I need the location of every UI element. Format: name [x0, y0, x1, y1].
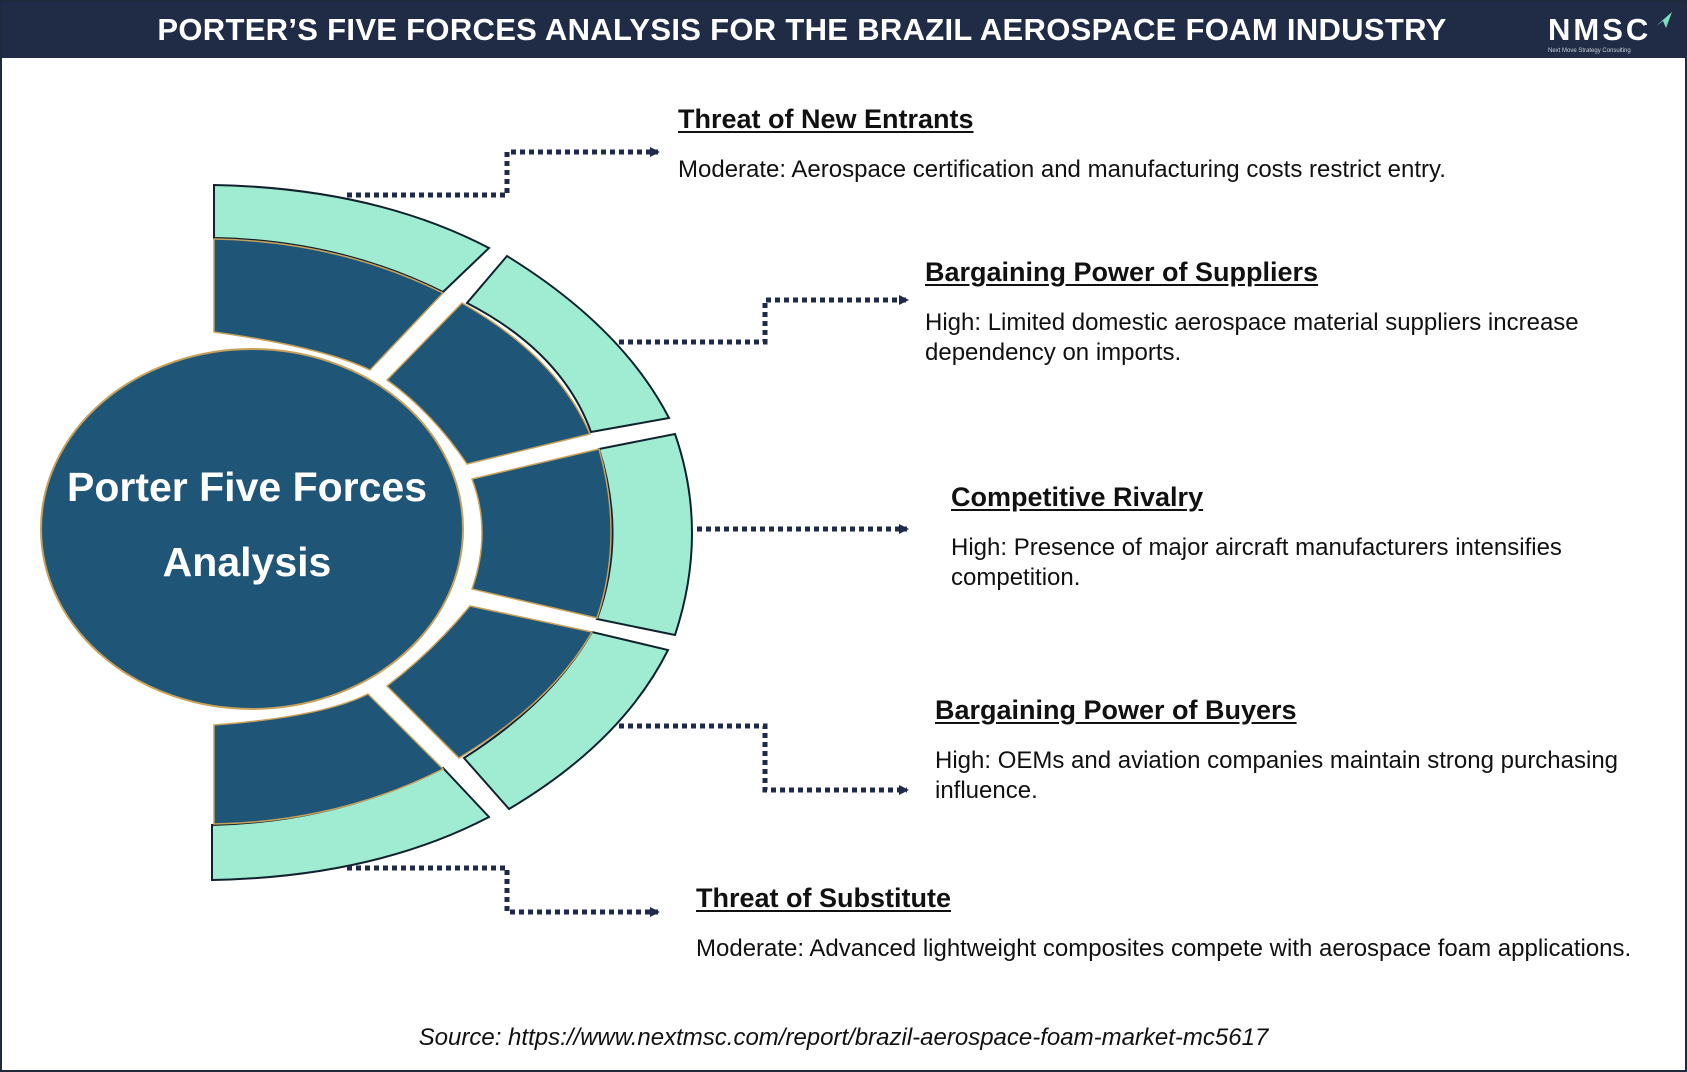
force-description: Moderate: Aerospace certification and ma…	[678, 156, 1446, 183]
segment-rivalry-outer	[595, 432, 693, 637]
nmsc-logo: NMSC Next Move Strategy Consulting	[1548, 10, 1678, 54]
force-buyers: Bargaining Power of Buyers High: OEMs an…	[935, 695, 1650, 806]
page-title: PORTER’S FIVE FORCES ANALYSIS FOR THE BR…	[157, 12, 1447, 47]
force-title: Threat of Substitute	[696, 883, 951, 913]
force-description: High: Presence of major aircraft manufac…	[951, 534, 1562, 591]
segment-new-entrants-inner	[213, 238, 445, 371]
segment-rivalry-inner	[470, 448, 612, 619]
header-bar: PORTER’S FIVE FORCES ANALYSIS FOR THE BR…	[2, 2, 1685, 58]
force-description: High: OEMs and aviation companies mainta…	[935, 747, 1619, 804]
force-title: Competitive Rivalry	[951, 482, 1204, 512]
center-label-line2: Analysis	[162, 539, 332, 585]
force-suppliers: Bargaining Power of Suppliers High: Limi…	[925, 257, 1645, 368]
source-citation: Source: https://www.nextmsc.com/report/b…	[418, 1024, 1269, 1051]
segment-substitute-inner	[213, 693, 445, 825]
force-description: High: Limited domestic aerospace materia…	[925, 309, 1579, 366]
center-label-line1: Porter Five Forces	[66, 464, 428, 510]
connector-substitute	[347, 865, 660, 917]
force-title: Bargaining Power of Buyers	[935, 695, 1297, 725]
center-label: Porter Five Forces Analysis	[42, 450, 452, 600]
segment-new-entrants-outer	[213, 183, 491, 294]
force-title: Bargaining Power of Suppliers	[925, 257, 1319, 287]
connector-new-entrants	[347, 147, 660, 198]
logo-text: NMSC	[1548, 12, 1652, 47]
segment-suppliers-inner	[385, 302, 592, 465]
logo-tagline: Next Move Strategy Consulting	[1548, 48, 1631, 54]
force-new-entrants: Threat of New Entrants Moderate: Aerospa…	[678, 104, 1578, 185]
segment-buyers-inner	[385, 605, 594, 759]
force-title: Threat of New Entrants	[678, 104, 974, 134]
connector-suppliers	[619, 295, 909, 345]
connector-buyers	[619, 723, 909, 795]
center-ellipse	[40, 348, 464, 710]
segment-suppliers-outer	[465, 254, 671, 434]
force-substitute: Threat of Substitute Moderate: Advanced …	[696, 883, 1658, 964]
force-description: Moderate: Advanced lightweight composite…	[696, 935, 1632, 962]
logo-arrow-icon	[1656, 12, 1672, 28]
force-rivalry: Competitive Rivalry High: Presence of ma…	[951, 482, 1611, 593]
